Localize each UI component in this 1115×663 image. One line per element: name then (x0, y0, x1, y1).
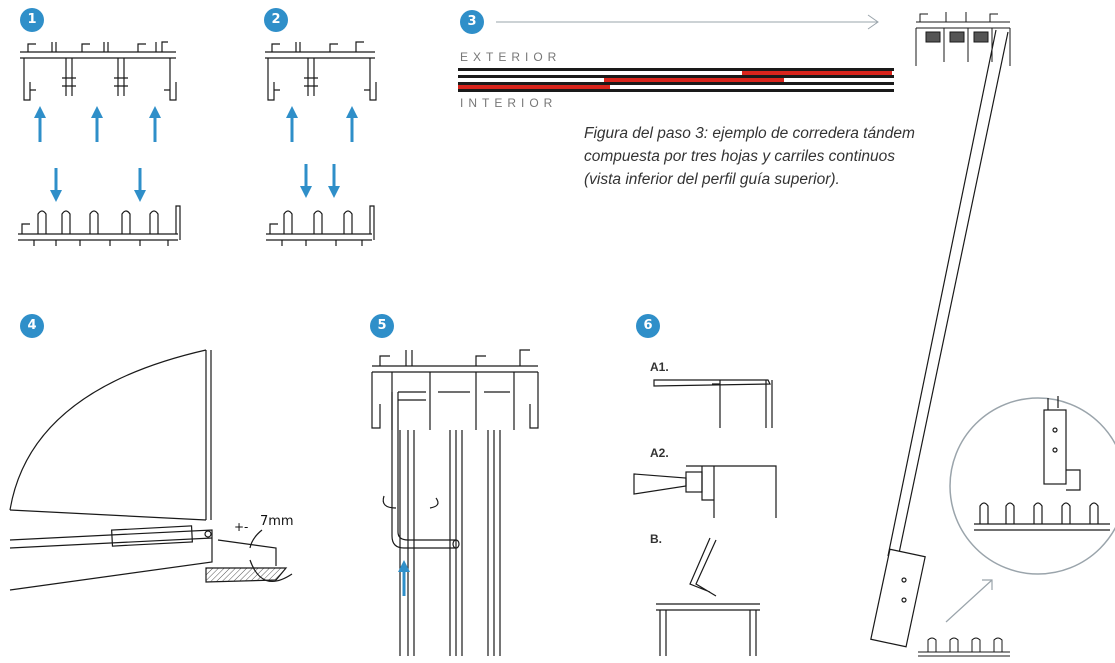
step2-bottom-profile (266, 205, 375, 246)
step6-gasket-b (656, 537, 760, 656)
gasket-b-label: B. (650, 532, 662, 546)
step3-side-profile (915, 12, 1011, 66)
gasket-a2-label: A2. (650, 446, 669, 460)
step2-top-profile (265, 41, 377, 101)
step6-gasket-a1 (653, 379, 773, 428)
step1-top-profile (20, 41, 177, 101)
step1-bottom-profile (18, 205, 181, 246)
caption-line-3: (vista inferior del perfil guía superior… (584, 171, 840, 188)
gasket-a1-label: A1. (650, 360, 669, 374)
interior-label: INTERIOR (460, 96, 558, 110)
gap-dimension-label: 7mm (260, 514, 294, 529)
tolerance-label: +- (234, 520, 249, 534)
caption-line-2: compuesta por tres hojas y carriles cont… (584, 148, 896, 165)
step-2-badge: 2 (264, 8, 288, 32)
caption-line-1: Figura del paso 3: ejemplo de corredera … (584, 125, 915, 142)
zoom-pointer (945, 579, 993, 623)
step2-arrows-up (286, 106, 358, 142)
step-6-badge: 6 (636, 314, 660, 338)
step6-gasket-a2 (633, 465, 777, 518)
step5-profile-section (371, 349, 539, 656)
long-frame-bar (870, 29, 1009, 648)
detail-zoom-circle (949, 396, 1115, 575)
step2-arrows-down (300, 164, 340, 198)
step1-arrows-up (34, 106, 161, 142)
step3-rails (458, 68, 894, 92)
step-5-badge: 5 (370, 314, 394, 338)
step3-arrow (496, 14, 879, 30)
step4-door-drawing (9, 349, 293, 591)
step-4-badge: 4 (20, 314, 44, 338)
exterior-label: EXTERIOR (460, 50, 562, 64)
step-3-badge: 3 (460, 10, 484, 34)
bottom-small-profile (918, 637, 1010, 657)
step1-arrows-down (50, 168, 146, 202)
step3-caption: Figura del paso 3: ejemplo de corredera … (584, 122, 964, 191)
step-1-badge: 1 (20, 8, 44, 32)
